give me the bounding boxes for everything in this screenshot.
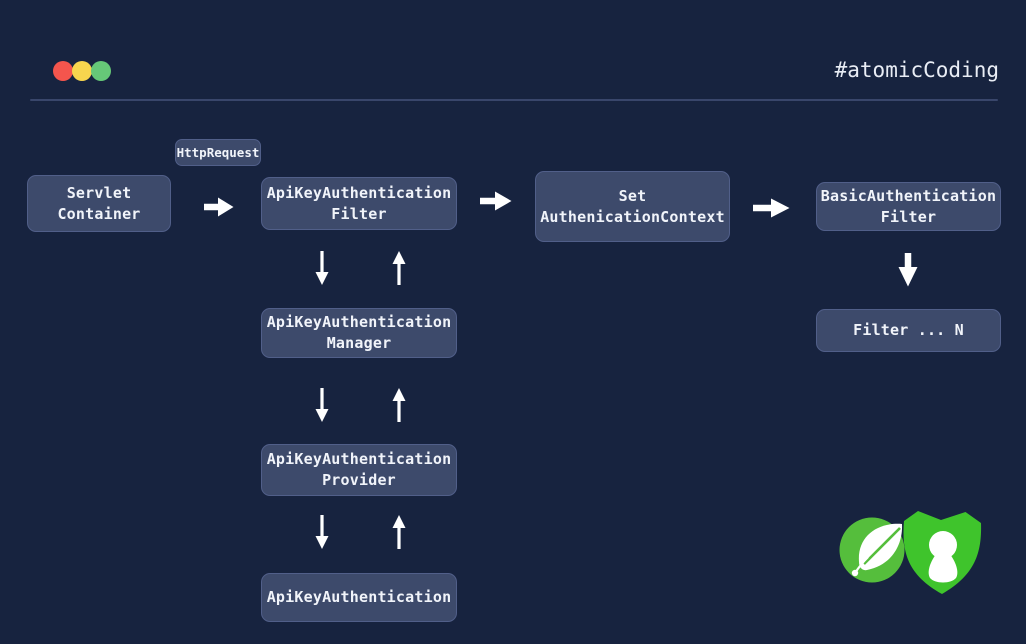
node-label: AuthenicationContext: [540, 207, 725, 226]
node-basic-authentication-filter: BasicAuthentication Filter: [816, 182, 1001, 231]
header-title: #atomicCoding: [834, 58, 999, 82]
node-filter-n: Filter ... N: [816, 309, 1001, 352]
node-label: ApiKeyAuthentication: [266, 450, 452, 468]
node-label: ApiKeyAuthentication: [266, 313, 452, 331]
header-divider: [30, 99, 998, 101]
node-label: Servlet: [66, 183, 132, 202]
arrow-right-icon-servlet-to-filter: [204, 197, 234, 217]
window-dot-close-icon: [53, 61, 73, 81]
arrow-down-icon-manager-to-provider: [315, 388, 329, 422]
window-dot-minimize-icon: [72, 61, 92, 81]
node-label: ApiKeyAuthentication: [266, 183, 452, 202]
window-dot-maximize-icon: [91, 61, 111, 81]
arrow-down-icon-basicfilter-to-filtern: [898, 253, 918, 287]
brand-logos: [839, 511, 982, 594]
arrow-up-icon-manager-to-filter: [392, 251, 406, 285]
node-label: Filter: [880, 207, 937, 226]
arrow-down-icon-filter-to-manager: [315, 251, 329, 285]
node-label: Container: [57, 204, 141, 223]
arrow-right-icon-context-to-basicfilter: [753, 198, 790, 218]
node-set-authenication-context: Set AuthenicationContext: [535, 171, 730, 242]
node-label: Filter: [331, 204, 387, 223]
http-request-badge-label: HttpRequest: [176, 145, 260, 160]
node-apikey-authentication-filter: ApiKeyAuthentication Filter: [261, 177, 457, 230]
window-controls: [53, 61, 111, 81]
arrow-up-icon-provider-to-manager: [392, 388, 406, 422]
node-label: Filter ... N: [853, 321, 964, 339]
node-label: Manager: [326, 334, 392, 352]
arrow-up-icon-authentication-to-provider: [392, 515, 406, 549]
security-shield-icon: [903, 511, 982, 594]
http-request-badge: HttpRequest: [175, 139, 261, 166]
node-apikey-authentication-provider: ApiKeyAuthentication Provider: [261, 444, 457, 496]
spring-logo-icon: [839, 517, 905, 583]
node-label: BasicAuthentication: [820, 186, 997, 205]
node-apikey-authentication: ApiKeyAuthentication: [261, 573, 457, 622]
node-label: Set: [618, 186, 647, 205]
node-label: ApiKeyAuthentication: [266, 588, 452, 606]
arrow-down-icon-provider-to-authentication: [315, 515, 329, 549]
node-apikey-authentication-manager: ApiKeyAuthentication Manager: [261, 308, 457, 358]
node-label: Provider: [322, 471, 396, 489]
arrow-right-icon-filter-to-context: [480, 191, 512, 211]
node-servlet-container: Servlet Container: [27, 175, 171, 232]
